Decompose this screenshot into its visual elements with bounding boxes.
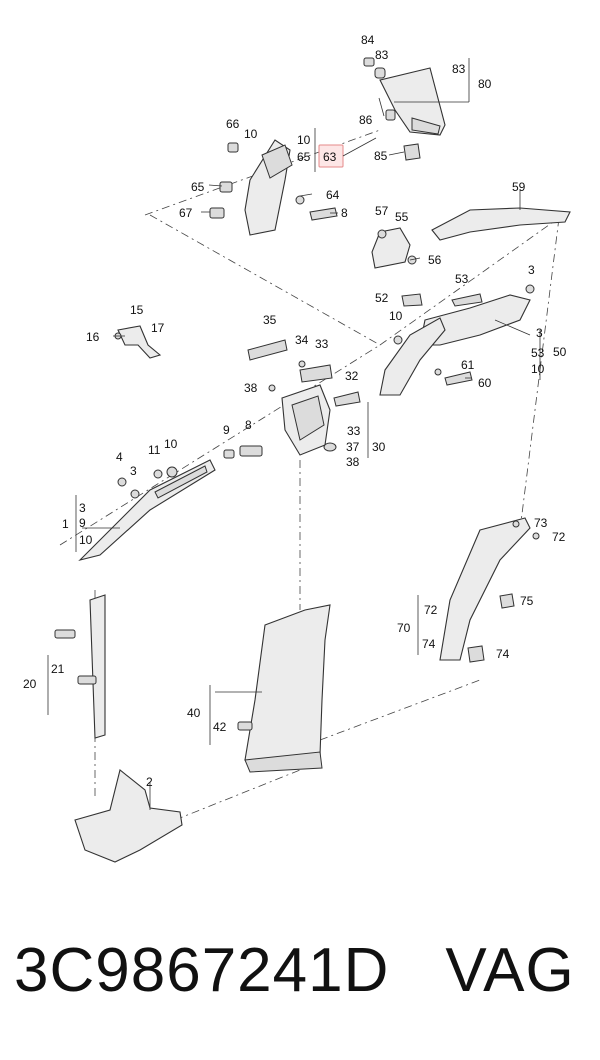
label-65: 65 — [191, 180, 205, 194]
label-2: 2 — [146, 775, 153, 789]
part-15-clip — [114, 325, 162, 359]
label-60: 60 — [478, 376, 492, 390]
label-42: 42 — [213, 720, 227, 734]
label-16: 16 — [86, 330, 100, 344]
label-80: 80 — [478, 77, 492, 91]
part-70-b-pillar-right — [439, 517, 540, 663]
label-10: 10 — [389, 309, 403, 323]
label-21: 21 — [51, 662, 65, 676]
label-32: 32 — [345, 369, 359, 383]
label-33: 33 — [315, 337, 329, 351]
leader-lines — [47, 58, 541, 810]
label-3: 3 — [528, 263, 535, 277]
label-4: 4 — [116, 450, 123, 464]
label-63: 63 — [323, 150, 337, 164]
label-57: 57 — [375, 204, 389, 218]
label-10: 10 — [244, 127, 258, 141]
label-20: 20 — [23, 677, 37, 691]
label-61: 61 — [461, 358, 475, 372]
label-53: 53 — [531, 346, 545, 360]
label-10: 10 — [297, 133, 311, 147]
label-84: 84 — [361, 33, 375, 47]
brand-name: VAG — [445, 936, 575, 1005]
label-65: 65 — [297, 150, 311, 164]
label-15: 15 — [130, 303, 144, 317]
part-caption: 3C9867241D VAG — [14, 935, 594, 1025]
label-86: 86 — [359, 113, 373, 127]
label-55: 55 — [395, 210, 409, 224]
label-38: 38 — [346, 455, 360, 469]
label-37: 37 — [346, 440, 360, 454]
label-34: 34 — [295, 333, 309, 347]
label-56: 56 — [428, 253, 442, 267]
callout-labels: 84 83 83 80 86 85 66 10 10 65 63 65 64 6… — [23, 33, 567, 789]
label-64: 64 — [326, 188, 340, 202]
part-number: 3C9867241D — [14, 936, 390, 1005]
label-50: 50 — [553, 345, 567, 359]
label-40: 40 — [187, 706, 201, 720]
part-1-a-pillar-trim — [78, 445, 263, 562]
label-33: 33 — [347, 424, 361, 438]
label-17: 17 — [151, 321, 165, 335]
label-3: 3 — [79, 501, 86, 515]
label-74: 74 — [496, 647, 510, 661]
label-74: 74 — [422, 637, 436, 651]
label-52: 52 — [375, 291, 389, 305]
label-83: 83 — [452, 62, 466, 76]
part-20-strip — [54, 594, 106, 739]
label-30: 30 — [372, 440, 386, 454]
label-10: 10 — [164, 437, 178, 451]
label-38: 38 — [244, 381, 258, 395]
part-59-rail — [431, 207, 571, 241]
part-2-sill — [74, 769, 183, 863]
label-9: 9 — [79, 516, 86, 530]
label-53: 53 — [455, 272, 469, 286]
part-40-b-pillar-lower — [237, 604, 331, 773]
label-72: 72 — [552, 530, 566, 544]
label-75: 75 — [520, 594, 534, 608]
label-11: 11 — [148, 443, 161, 457]
label-9: 9 — [223, 423, 230, 437]
label-1: 1 — [62, 517, 69, 531]
label-8: 8 — [245, 418, 252, 432]
label-83: 83 — [375, 48, 389, 62]
label-73: 73 — [534, 516, 548, 530]
part-30-cover — [247, 339, 361, 456]
label-10: 10 — [531, 362, 545, 376]
label-70: 70 — [397, 621, 411, 635]
label-67: 67 — [179, 206, 193, 220]
label-85: 85 — [374, 149, 388, 163]
label-3: 3 — [536, 326, 543, 340]
label-10: 10 — [79, 533, 93, 547]
label-35: 35 — [263, 313, 277, 327]
label-59: 59 — [512, 180, 526, 194]
label-8: 8 — [341, 206, 348, 220]
part-50-pillar-trim — [379, 284, 535, 396]
label-3: 3 — [130, 464, 137, 478]
part-65-trim-with-grille — [209, 139, 338, 236]
label-72: 72 — [424, 603, 438, 617]
part-80-upper-cover — [363, 57, 446, 161]
assembly-guide-lines — [59, 129, 571, 821]
label-66: 66 — [226, 117, 240, 131]
part-55-bracket — [371, 227, 417, 269]
exploded-parts-diagram: 84 83 83 80 86 85 66 10 10 65 63 65 64 6… — [23, 33, 571, 863]
